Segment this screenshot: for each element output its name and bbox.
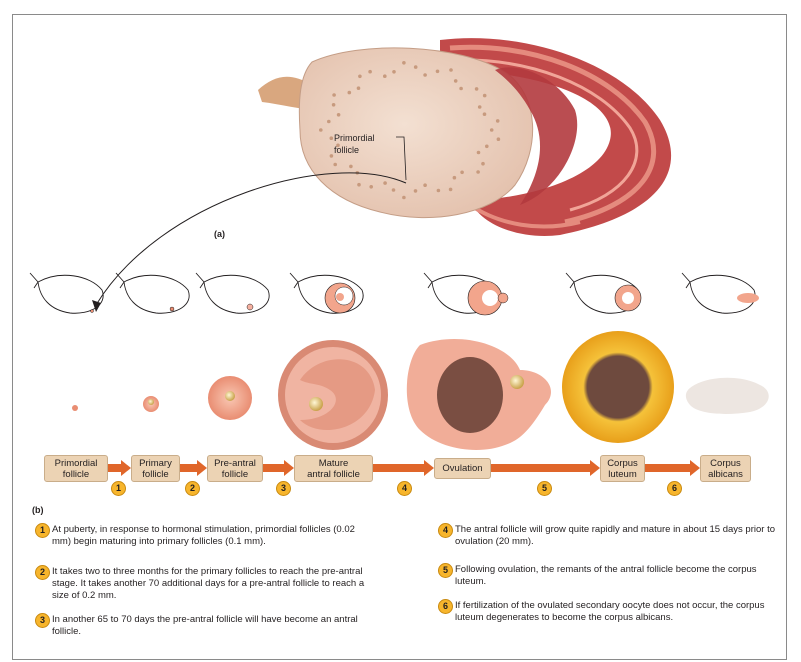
follicle-dot — [319, 128, 323, 132]
follicle-dot — [454, 79, 458, 83]
step-number-badge: 1 — [111, 481, 126, 496]
step-number-badge: 6 — [667, 481, 682, 496]
follicle-dot — [348, 91, 352, 95]
stage-primary: Primary follicle — [131, 455, 180, 482]
follicle-dot — [485, 145, 489, 149]
corpus-luteum-img — [562, 331, 674, 443]
follicle-dot — [330, 154, 334, 158]
ovary-outlines — [30, 273, 755, 313]
follicle-dot — [423, 73, 427, 77]
stage-ovulation: Ovulation — [434, 458, 491, 479]
part-a-label: (a) — [214, 229, 225, 239]
note-6: 6 If fertilization of the ovulated secon… — [439, 600, 779, 624]
follicle-dot — [332, 93, 336, 97]
follicle-dot — [349, 165, 353, 169]
follicle-dot — [437, 189, 441, 193]
note-4: 4 The antral follicle will grow quite ra… — [439, 524, 779, 548]
follicle-dot — [478, 105, 482, 109]
follicle-dot — [337, 113, 341, 117]
note-3: 3 In another 65 to 70 days the pre-antra… — [36, 614, 376, 638]
follicle-dot — [333, 163, 337, 167]
follicle-dot — [383, 74, 387, 78]
note-5: 5 Following ovulation, the remants of th… — [439, 564, 779, 588]
note-text: In another 65 to 70 days the pre-antral … — [36, 614, 376, 638]
note-1: 1 At puberty, in response to hormonal st… — [36, 524, 376, 548]
corpus-albicans-img — [686, 378, 769, 414]
follicle-dot — [402, 196, 406, 200]
note-number-badge: 1 — [35, 523, 50, 538]
primordial-callout-label: Primordial follicle — [334, 132, 394, 156]
ovulation-img — [407, 339, 551, 450]
note-number-badge: 4 — [438, 523, 453, 538]
follicle-dot — [358, 75, 362, 79]
follicle-dot — [357, 183, 361, 187]
note-text: At puberty, in response to hormonal stim… — [36, 524, 376, 548]
follicle-dot — [414, 189, 418, 193]
follicle-dot — [490, 128, 494, 132]
follicle-dot — [475, 87, 479, 91]
part-b-label: (b) — [32, 505, 44, 515]
follicle-dot — [453, 176, 457, 180]
note-text: The antral follicle will grow quite rapi… — [439, 524, 779, 548]
follicle-dot — [357, 86, 361, 90]
note-text: Following ovulation, the remants of the … — [439, 564, 779, 588]
follicle-dot — [392, 70, 396, 74]
step-number-badge: 3 — [276, 481, 291, 496]
follicle-dot — [449, 188, 453, 192]
note-2: 2 It takes two to three months for the p… — [36, 566, 376, 602]
follicle-dot — [414, 65, 418, 69]
mature-antral-follicle-img — [278, 340, 388, 450]
follicle-dot — [330, 136, 334, 140]
primordial-follicle-img — [72, 405, 78, 411]
note-number-badge: 2 — [35, 565, 50, 580]
follicle-dot — [449, 68, 453, 72]
follicle-dot — [483, 112, 487, 116]
follicle-dot — [402, 61, 406, 65]
stage-corpus-albicans: Corpus albicans — [700, 455, 751, 482]
follicle-dot — [392, 188, 396, 192]
note-text: It takes two to three months for the pri… — [36, 566, 376, 602]
note-number-badge: 6 — [438, 599, 453, 614]
follicle-dot — [327, 120, 331, 124]
stage-mature-antral: Mature antral follicle — [294, 455, 373, 482]
follicle-dot — [497, 137, 501, 141]
follicle-dot — [368, 70, 372, 74]
note-number-badge: 3 — [35, 613, 50, 628]
stage-corpus-luteum: Corpus luteum — [600, 455, 645, 482]
follicle-dot — [436, 70, 440, 74]
follicle-dot — [460, 171, 464, 175]
step-number-badge: 4 — [397, 481, 412, 496]
note-text: If fertilization of the ovulated seconda… — [439, 600, 779, 624]
follicle-dot — [481, 162, 485, 166]
stage-preantral: Pre-antral follicle — [207, 455, 263, 482]
note-number-badge: 5 — [438, 563, 453, 578]
stage-primordial: Primordial follicle — [44, 455, 108, 482]
follicle-dot — [383, 181, 387, 185]
step-number-badge: 2 — [185, 481, 200, 496]
follicle-dot — [369, 185, 373, 189]
follicle-dot — [423, 183, 427, 187]
follicle-dot — [459, 87, 463, 91]
follicle-dot — [477, 151, 481, 155]
follicle-dot — [476, 170, 480, 174]
step-number-badge: 5 — [537, 481, 552, 496]
follicle-dot — [496, 119, 500, 123]
follicle-dot — [332, 103, 336, 107]
follicle-dot — [483, 94, 487, 98]
